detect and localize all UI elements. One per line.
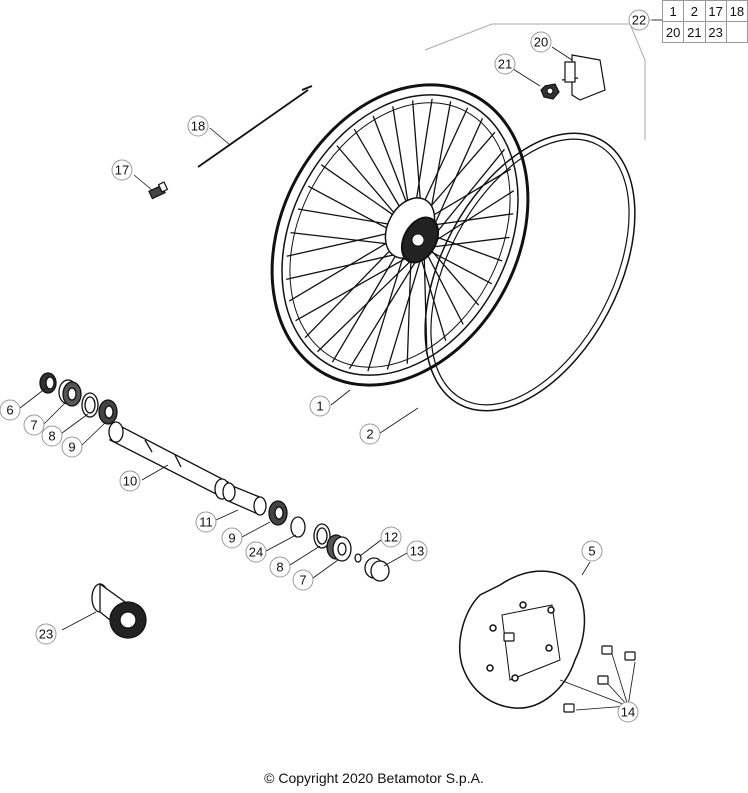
disc-bolts [503, 632, 636, 713]
callout-c22: 22 [628, 9, 650, 31]
brake-disc-part [458, 570, 586, 709]
callout-c7b: 7 [292, 569, 314, 591]
callout-c9a: 9 [61, 436, 83, 458]
callout-c6: 6 [0, 399, 21, 421]
callout-c21: 21 [494, 53, 516, 75]
callout-label: 11 [199, 515, 213, 530]
callout-label: 24 [249, 545, 263, 560]
callout-c11: 11 [195, 511, 217, 533]
callout-label: 22 [632, 13, 646, 28]
callout-c8a: 8 [41, 425, 63, 447]
callout-c13: 13 [406, 540, 428, 562]
copyright-text: © Copyright 2020 Betamotor S.p.A. [264, 770, 484, 786]
callout-c20: 20 [530, 31, 552, 53]
callout-c8b: 8 [269, 556, 291, 578]
kit-cell: 23 [704, 21, 727, 43]
callout-c18: 18 [187, 115, 209, 137]
callout-label: 1 [316, 399, 323, 414]
callout-label: 6 [6, 403, 13, 418]
kit-cell: 20 [661, 21, 685, 43]
wheel-assembly [270, 83, 530, 387]
callout-c9b: 9 [221, 527, 243, 549]
kit-cell [725, 21, 748, 43]
axle-assembly [39, 372, 390, 582]
callout-c1: 1 [309, 395, 331, 417]
kit-cell: 17 [704, 0, 727, 22]
nut-part [540, 83, 560, 100]
kit-cell: 1 [661, 0, 685, 22]
callout-c5: 5 [581, 540, 603, 562]
callout-c14: 14 [617, 701, 639, 723]
callout-c24: 24 [245, 541, 267, 563]
callout-c2: 2 [359, 423, 381, 445]
leader-lines [19, 19, 662, 711]
callout-label: 14 [621, 705, 635, 720]
kit-cell: 18 [725, 0, 748, 22]
callout-label: 8 [48, 429, 55, 444]
callout-label: 17 [115, 163, 129, 178]
callout-label: 5 [588, 544, 595, 559]
callout-label: 23 [39, 627, 53, 642]
callout-c10: 10 [119, 470, 141, 492]
callout-c17: 17 [111, 159, 133, 181]
nipple-part [148, 181, 169, 200]
callout-label: 10 [123, 474, 137, 489]
kit-table: 1 2 17 18 20 21 23 [661, 0, 748, 43]
callout-c12: 12 [380, 526, 402, 548]
hub-part [91, 582, 147, 639]
callout-label: 9 [68, 440, 75, 455]
callout-label: 7 [299, 573, 306, 588]
callout-c23: 23 [35, 623, 57, 645]
callout-label: 18 [191, 119, 205, 134]
callout-label: 7 [30, 418, 37, 433]
rim-lock-part [561, 54, 606, 101]
callout-label: 13 [410, 544, 424, 559]
rim-band [424, 132, 636, 412]
callout-label: 20 [534, 35, 548, 50]
callout-c7a: 7 [23, 414, 45, 436]
callout-label: 12 [384, 530, 398, 545]
spoke-part [197, 85, 313, 168]
callout-label: 21 [498, 57, 512, 72]
callout-label: 9 [228, 531, 235, 546]
callout-label: 8 [276, 560, 283, 575]
kit-cell: 21 [683, 21, 706, 43]
callout-label: 2 [366, 427, 373, 442]
kit-cell: 2 [683, 0, 706, 22]
